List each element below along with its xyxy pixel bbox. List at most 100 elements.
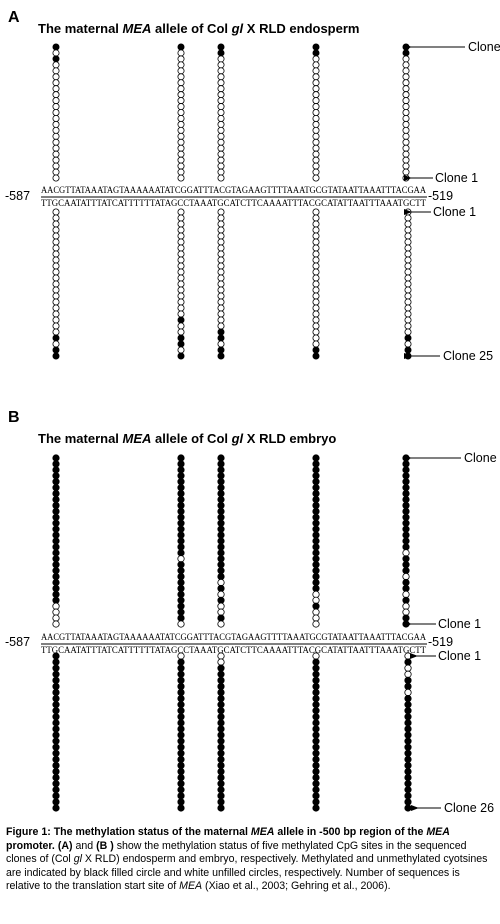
panel-a-lower-cpg-1-clone-5-unmethylated [52,232,60,240]
caption-panel-b-ref: (B ) [96,839,114,852]
panel-a-upper-cpg-2-clone-5-unmethylated [177,67,185,75]
panel-b-upper-cpg-4-clone-9-methylated [312,501,320,510]
panel-b-lower-cpg-5-clone-16-methylated [404,743,412,751]
panel-a-upper-cpg-1-clone-19-unmethylated [52,150,60,158]
panel-b-sequence-top-strand: AACGTTATAAATAGTAAAAAATATCGGATTTACGTAGAAG… [41,632,426,642]
panel-b-upper-cpg-5-clone-17-unmethylated [402,549,410,557]
panel-a-upper-cpg-1-clone-16-unmethylated [52,132,60,140]
panel-a-lower-cpg-4-clone-20-unmethylated [312,322,320,330]
panel-b-lower-cpg-5-clone-8-methylated [404,694,412,703]
panel-a-lower-cpg-3-clone-24-methylated [217,346,225,354]
panel-a-upper-cpg-5-clone-6-unmethylated [402,73,410,81]
panel-b-upper-cpg-3-clone-5-methylated [217,478,225,486]
panel-a-upper-cpg-1-clone-21-unmethylated [52,162,60,170]
panel-b-lower-cpg-3-clone-15-methylated [217,737,225,745]
panel-a-upper-cpg-5-clone-5-unmethylated [402,67,410,75]
panel-a-lower-cpg-2-clone-24-unmethylated [177,346,185,354]
panel-b-upper-cpg-3-clone-16-methylated [217,543,225,551]
panel-b-upper-cpg-4-clone-14-methylated [312,531,320,539]
panel-a-lower-cpg-2-clone-8-unmethylated [177,250,185,258]
panel-a-lower-cpg-4-clone-8-unmethylated [312,250,320,258]
panel-a-upper-cpg-2-clone-18-unmethylated [177,144,185,152]
panel-a-lower-cpg-3-clone-15-unmethylated [217,292,225,300]
panel-a-lower-cpg-1-clone-4-unmethylated [52,226,60,234]
panel-b-upper-cpg-2-clone-26-methylated [177,602,185,610]
panel-a-lower-cpg-3-clone-17-unmethylated [217,304,225,312]
panel-b-letter: B [8,409,20,426]
panel-b-lower-cpg-4-clone-3-methylated [312,664,320,672]
panel-b-upper-cpg-4-clone-1-methylated [312,454,320,462]
panel-a-lower-cpg-2-clone-12-unmethylated [177,274,185,282]
panel-a-upper-cpg-5-clone-3-unmethylated [402,55,410,63]
panel-b-lower-cpg-3-clone-25-methylated [217,798,225,806]
panel-b-lower-cpg-2-clone-26-methylated [177,804,185,812]
panel-a-upper-cpg-2-clone-20-unmethylated [177,156,185,164]
panel-b-upper-cpg-1-clone-14-methylated [52,531,60,539]
panel-b-lower-cpg-2-clone-10-methylated [177,707,185,715]
panel-a-upper-cpg-5-clone-23-unmethylated [402,174,410,182]
panel-a-lower-cpg-5-clone-19-unmethylated [404,316,412,324]
panel-b-lower-cpg-5-clone-11-methylated [404,713,412,721]
panel-b-lower-cpg-3-clone-4-methylated [217,670,225,678]
panel-a-lower-cpg-1-clone-16-unmethylated [52,298,60,306]
panel-b-upper-cpg-3-clone-4-methylated [217,472,225,480]
panel-a-lower-cpg-2-clone-10-unmethylated [177,262,185,270]
panel-a-lower-cpg-1-clone-15-unmethylated [52,292,60,300]
panel-a-lower-cpg-2-clone-17-unmethylated [177,304,185,312]
panel-a-lower-cpg-5-clone-2-unmethylated [404,214,412,222]
panel-b-lower-cpg-3-clone-17-methylated [217,749,225,757]
panel-a-upper-cpg-1-clone-9-unmethylated [52,91,60,99]
panel-b-upper-cpg-5-clone-7-methylated [402,489,410,498]
panel-b-upper-cpg-3-clone-15-methylated [217,537,225,545]
panel-b-lower-cpg-4-clone-5-methylated [312,676,320,684]
panel-b-upper-cpg-1-clone-24-methylated [52,590,60,598]
panel-b-upper-cpg-3-clone-1-methylated [217,454,225,462]
panel-b-upper-cpg-5-clone-11-methylated [402,513,410,521]
panel-b-upper-cpg-3-clone-8-methylated [217,495,225,504]
panel-a-upper-cpg-3-clone-2-methylated [217,49,225,57]
panel-b-lower-cpg-2-clone-7-methylated [177,688,185,697]
panel-a-lower-cpg-5-clone-25-methylated [404,352,412,360]
caption-panel-a-ref: (A) [57,839,73,852]
panel-b-upper-cpg-4-clone-28-unmethylated [312,614,320,622]
panel-b-lower-cpg-5-clone-9-methylated [404,701,412,709]
panel-a-title: The maternal MEA allele of Col gl X RLD … [38,21,359,36]
panel-a-letter: A [8,9,20,26]
panel-a-lower-cpg-3-clone-22-methylated [217,334,225,342]
panel-b-upper-cpg-4-clone-25-unmethylated [312,596,320,604]
panel-b-upper-cpg-3-clone-11-methylated [217,513,225,521]
caption-body: show the methylation status of five meth… [6,839,488,893]
panel-a-upper-cpg-4-clone-17-unmethylated [312,138,320,146]
panel-b-upper-cpg-3-clone-23-methylated [217,584,225,593]
panel-b-lower-strand-clones [52,652,412,812]
panel-a-lower-cpg-3-clone-11-unmethylated [217,268,225,276]
panel-b-upper-cpg-1-clone-16-methylated [52,543,60,551]
panel-b-upper-cpg-5-clone-22-methylated [402,578,410,587]
panel-a-upper-cpg-4-clone-6-unmethylated [312,73,320,81]
panel-a-upper-cpg-4-clone-4-unmethylated [312,61,320,69]
panel-b-lower-cpg-4-clone-9-methylated [312,701,320,709]
panel-b-upper-cpg-4-clone-20-methylated [312,567,320,575]
panel-b-lower-cpg-2-clone-11-methylated [177,713,185,721]
panel-a-lower-cpg-2-clone-7-unmethylated [177,244,185,252]
panel-b-upper-cpg-1-clone-5-methylated [52,478,60,486]
panel-a-upper-cpg-3-clone-14-unmethylated [217,120,225,128]
panel-a-upper-cpg-4-clone-19-unmethylated [312,150,320,158]
panel-a-lower-cpg-2-clone-1-unmethylated [177,208,185,216]
panel-b-upper-cpg-1-clone-19-methylated [52,561,60,569]
panel-a-upper-cpg-2-clone-9-unmethylated [177,91,185,99]
panel-b-upper-cpg-4-clone-8-methylated [312,495,320,504]
panel-b-upper-cpg-2-clone-22-methylated [177,578,185,587]
panel-b-lower-cpg-4-clone-8-methylated [312,694,320,703]
panel-b-lower-cpg-5-clone-17-methylated [404,749,412,757]
panel-a-upper-cpg-2-clone-22-unmethylated [177,168,185,176]
panel-a-lower-cpg-1-clone-25-methylated [52,352,60,360]
panel-a-upper-cpg-2-clone-8-unmethylated [177,85,185,93]
panel-b-upper-cpg-1-clone-13-methylated [52,525,60,533]
panel-a-upper-cpg-4-clone-5-unmethylated [312,67,320,75]
panel-b-lower-cpg-1-clone-24-methylated [52,792,60,800]
panel-b-upper-cpg-4-clone-24-unmethylated [312,590,320,598]
panel-a-lower-cpg-2-clone-19-methylated [177,316,185,324]
panel-b-upper-cpg-4-clone-7-methylated [312,489,320,498]
panel-b-upper-cpg-4-clone-11-methylated [312,513,320,521]
